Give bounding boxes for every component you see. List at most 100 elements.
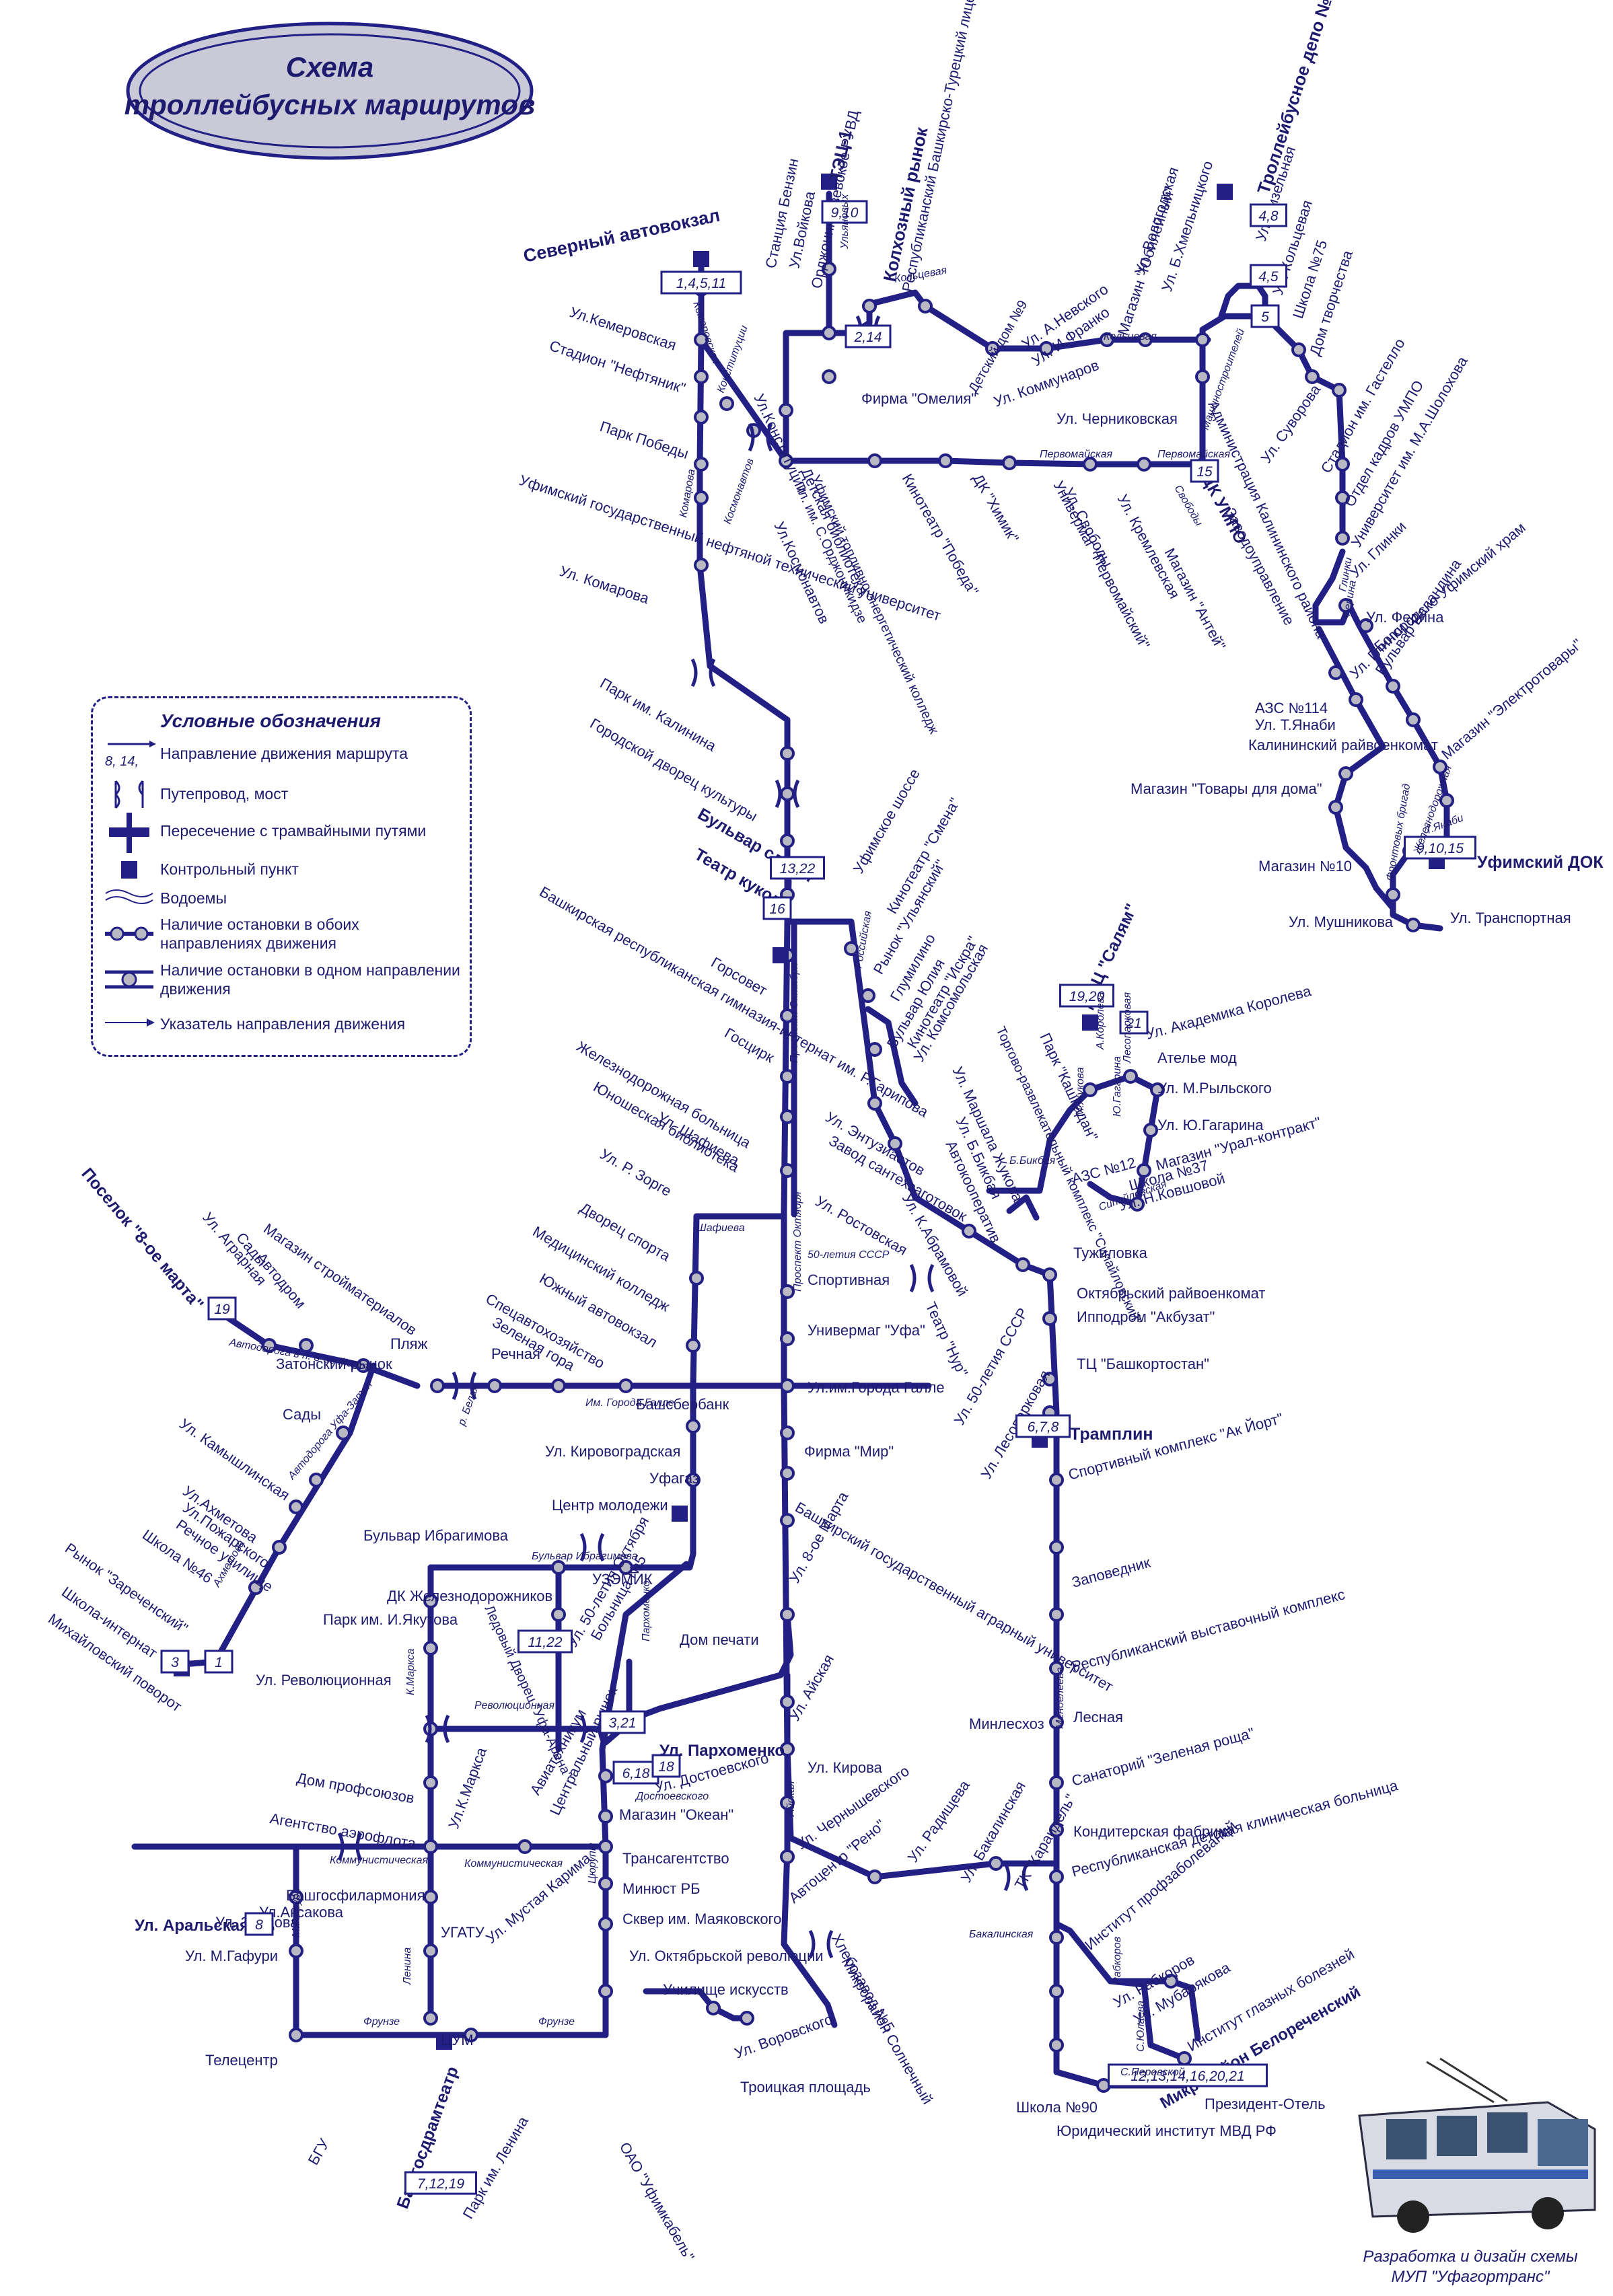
stop-marker [1328, 665, 1343, 680]
street-name: Свободы [1172, 484, 1205, 529]
stop-label-kalininsky-rvk: Калининский райвоенкомат [1248, 737, 1438, 753]
route-number-text: 12,13,14,16,20,21 [1131, 2069, 1244, 2084]
bridge-icon [114, 780, 144, 809]
stop-marker [1123, 1069, 1138, 1084]
route-line [427, 1611, 794, 1732]
stop-label-ul-aralskaya: Ул. Аральская [135, 1917, 249, 1935]
stop-marker [861, 988, 875, 1003]
stop-marker [272, 1540, 287, 1555]
stop-label-depo2: Троллейбусное депо №2 [1253, 0, 1338, 196]
stop-marker [686, 1473, 701, 1487]
stop-marker [780, 1069, 795, 1084]
stop-label-shkola90: Школа №90 [1016, 2099, 1098, 2116]
checkpoint-marker [773, 947, 789, 963]
route-number-boxes: 1,4,5,119,102,144,84,551513,22169,10,151… [160, 200, 1476, 2195]
stop-label-park-pobedy: Парк Победы [598, 418, 690, 462]
stop-marker [289, 1943, 303, 1958]
route-number-text: 3 [171, 1655, 179, 1670]
stop-label-ul-zorge: Ул. Р. Зорге [598, 1146, 675, 1200]
checkpoints [174, 174, 1445, 2050]
stop-marker [423, 2011, 438, 2026]
route-number-box: 16 [762, 896, 792, 920]
stop-label-park-yakutova: Парк им. И.Якутова [323, 1611, 458, 1628]
stop-marker [867, 1096, 882, 1111]
stop-label-bulvar-ibragimova: Бульвар Ибрагимова [363, 1527, 509, 1544]
route-number-box: 9,10,15 [1404, 836, 1476, 860]
stop-marker [1335, 490, 1350, 505]
stop-marker [1406, 918, 1421, 932]
street-name: Цюрупы [587, 1843, 598, 1884]
stop-marker [423, 1641, 438, 1656]
stop-label-transagentstvo: Трансагентство [622, 1850, 729, 1867]
street-name: К.Маркса [405, 1648, 417, 1695]
route-number-text: 21 [1125, 1016, 1141, 1031]
bridge-marker [808, 1929, 834, 1959]
checkpoint-marker [1082, 1014, 1098, 1031]
street-name: М.Гафури [291, 1888, 302, 1937]
stop-marker [780, 1742, 795, 1756]
stop-label-mag-tovary-doma: Магазин "Товары для дома" [1131, 780, 1322, 797]
bridge-marker [775, 779, 800, 809]
route-number-text: 4,5 [1258, 269, 1279, 285]
stop-label-tuzhilovka: Тужиловка [1073, 1245, 1148, 1261]
stop-marker [780, 746, 795, 761]
stop-marker [248, 1580, 263, 1595]
street-name: р. Белая [456, 1383, 481, 1428]
stop-marker [822, 326, 836, 340]
route-line [131, 1561, 690, 2038]
legend-item: Направление движения маршрута [160, 745, 408, 762]
route-number-box: 4,5 [1250, 264, 1287, 288]
route-number-text: 3,21 [609, 1715, 637, 1731]
stop-marker [780, 1513, 795, 1528]
route-number-box: 2,14 [845, 324, 892, 348]
stop-marker [1150, 1082, 1165, 1097]
route-number-box: 19,20 [1059, 984, 1114, 1008]
credit-line-1: Разработка и дизайн схемы [1363, 2248, 1578, 2266]
stop-marker [598, 1769, 613, 1783]
route-number-box: 11,22 [517, 1629, 573, 1654]
stop-marker [780, 1695, 795, 1709]
route-number-box: 3,21 [599, 1710, 646, 1734]
stop-marker [1137, 1163, 1151, 1178]
stop-marker [740, 2011, 754, 2026]
stop-marker [706, 2001, 721, 2015]
bridge-marker [748, 422, 773, 452]
stop-label-ul-chernikovskaya: Ул. Черниковская [1056, 410, 1178, 427]
stop-marker [1049, 1775, 1064, 1790]
stop-marker [1335, 531, 1350, 546]
route-number-text: 19,20 [1069, 989, 1105, 1004]
street-name: Проспект Октября [792, 1191, 803, 1292]
stop-label-tk-karaidel: ТК "Караидель" [1011, 1791, 1079, 1892]
route-number-box: 8 [244, 1912, 274, 1936]
street-name: Шафиева [696, 1222, 745, 1234]
route-number-box: 15 [1190, 459, 1219, 483]
stop-label-dom-profsoyuzov: Дом профсоюзов [295, 1769, 416, 1806]
bridge-marker [337, 1832, 363, 1861]
route-line [781, 1672, 838, 2028]
route-number-text: 6,7,8 [1028, 1419, 1059, 1435]
stop-marker [780, 1008, 795, 1023]
legend-item: Путепровод, мост [160, 785, 289, 803]
stop-label-ul-komarova: Ул. Комарова [557, 562, 651, 607]
stop-label-univermag-ufa: Универмаг "Уфа" [808, 1322, 925, 1339]
stop-label-zatonsky-rynok: Затонский рынок [276, 1356, 392, 1372]
stop-label-teatr-nur: Театр "Нур" [922, 1300, 971, 1380]
stop-marker [694, 558, 709, 572]
route-number-box: 19 [207, 1296, 237, 1321]
stop-marker [1049, 1540, 1064, 1555]
stop-label-ul-rylskogo: Ул. М.Рыльского [1157, 1080, 1272, 1097]
route-number-box: 21 [1119, 1010, 1149, 1035]
stop-marker [598, 1876, 613, 1891]
stop-marker [780, 1331, 795, 1346]
stop-marker [262, 1338, 277, 1353]
street-name: Космонавтов [722, 457, 756, 525]
checkpoint-marker [436, 2034, 452, 2050]
stop-label-telecentr: Телецентр [205, 2052, 278, 2069]
stop-label-uchilishche-iskusstv: Училище искусств [663, 1981, 789, 1998]
credit-line-2: МУП "Уфагортранс" [1391, 2268, 1550, 2286]
street-name: Первомайская [1157, 449, 1231, 460]
stop-marker [780, 1425, 795, 1440]
stop-marker [289, 1499, 303, 1514]
